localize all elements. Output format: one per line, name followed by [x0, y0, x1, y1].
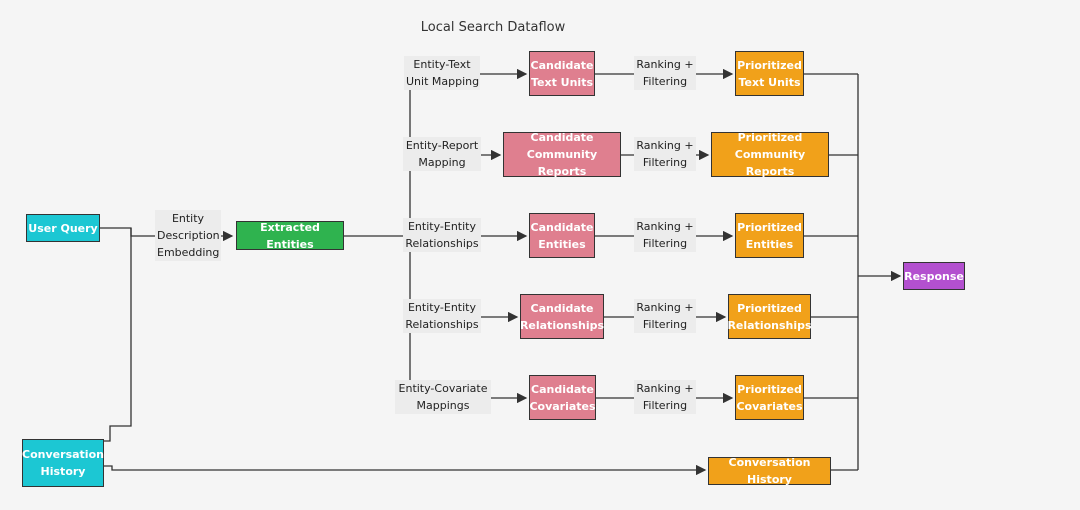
edge-label-text-unit-mapping: Entity-Text Unit Mapping: [404, 56, 480, 90]
node-candidate-covariates: Candidate Covariates: [529, 375, 596, 420]
edge-label-line: Entity-Report: [405, 139, 479, 152]
node-label: User Query: [28, 221, 98, 235]
edge-label-ranking-relationships: Ranking + Filtering: [634, 299, 696, 333]
edge-label-line: Filtering: [642, 75, 688, 88]
node-label: Conversation History: [728, 456, 811, 486]
node-prioritized-relationships: Prioritized Relationships: [727, 294, 812, 339]
edge-label-line: Entity: [171, 212, 205, 225]
node-label-line: Relationships: [519, 318, 605, 332]
edge-label-line: Ranking +: [636, 382, 694, 395]
edge-label-line: Filtering: [642, 318, 688, 331]
node-candidate-community-reports: Candidate Community Reports: [503, 131, 621, 178]
edge-label-line: Mapping: [418, 156, 466, 169]
node-response: Response: [903, 262, 965, 290]
edge-label-line: Ranking +: [636, 139, 694, 152]
edge-label-line: Mappings: [416, 399, 470, 412]
node-label-line: Prioritized: [737, 301, 802, 315]
node-label-line: Text Units: [738, 75, 801, 89]
node-candidate-relationships: Candidate Relationships: [520, 294, 604, 339]
node-label-line: Candidate: [530, 220, 594, 234]
diagram-title: Local Search Dataflow: [420, 20, 566, 35]
edge-label-embedding: Entity Description Embedding: [155, 210, 221, 261]
node-prioritized-covariates: Prioritized Covariates: [735, 375, 804, 420]
edge-label-line: Ranking +: [636, 58, 694, 71]
edge-label-line: Unit Mapping: [406, 75, 480, 88]
edge-label-ranking-covariates: Ranking + Filtering: [634, 380, 696, 414]
node-label-line: Prioritized: [737, 58, 802, 72]
node-label-line: Conversation: [22, 448, 104, 461]
edge-label-report-mapping: Entity-Report Mapping: [403, 137, 481, 171]
edge-label-line: Entity-Covariate: [398, 382, 488, 395]
edge-label-ranking-entities: Ranking + Filtering: [634, 218, 696, 252]
node-conversation-history-input: Conversation History: [22, 439, 104, 487]
node-label: Extracted Entities: [260, 220, 320, 251]
edge-label-ranking-text-units: Ranking + Filtering: [634, 56, 696, 90]
node-label-line: Text Units: [530, 75, 594, 89]
node-prioritized-entities: Prioritized Entities: [735, 213, 804, 258]
edge-label-entity-relationships-1: Entity-Entity Relationships: [403, 218, 481, 252]
node-label-line: Covariates: [736, 399, 803, 413]
node-label-line: Prioritized: [737, 131, 803, 144]
node-label: Response: [904, 269, 964, 283]
edge-conv-history-direct: [104, 464, 707, 476]
edge-label-line: Relationships: [405, 318, 479, 331]
edge-label-entity-relationships-2: Entity-Entity Relationships: [403, 299, 481, 333]
edge-label-line: Filtering: [642, 237, 688, 250]
node-label-line: Candidate: [530, 301, 594, 315]
node-prioritized-community-reports: Prioritized Community Reports: [711, 131, 829, 178]
node-user-query: User Query: [26, 214, 100, 242]
node-extracted-entities: Extracted Entities: [236, 220, 344, 251]
node-label-line: History: [40, 465, 86, 478]
node-label-line: Entities: [538, 237, 586, 251]
edge-label-line: Embedding: [157, 246, 220, 259]
node-prioritized-text-units: Prioritized Text Units: [735, 51, 804, 96]
edge-label-line: Filtering: [642, 399, 688, 412]
node-label-line: Entities: [745, 237, 794, 251]
node-label-line: Candidate: [530, 58, 594, 72]
node-candidate-text-units: Candidate Text Units: [529, 51, 595, 96]
node-label-line: Prioritized: [737, 382, 802, 396]
node-label-line: Relationships: [727, 318, 812, 332]
node-label-line: Candidate: [530, 131, 594, 144]
edge-label-ranking-community-reports: Ranking + Filtering: [634, 137, 696, 171]
edge-label-covariate-mappings: Entity-Covariate Mappings: [395, 380, 491, 414]
edge-label-line: Description: [157, 229, 220, 242]
edge-label-line: Entity-Entity: [407, 220, 476, 233]
node-label-line: Candidate: [531, 382, 594, 396]
node-label-line: Community Reports: [734, 148, 806, 178]
node-candidate-entities: Candidate Entities: [529, 213, 595, 258]
node-label-line: Covariates: [529, 399, 596, 413]
edge-label-line: Entity-Entity: [407, 301, 476, 314]
edge-label-line: Ranking +: [636, 220, 694, 233]
node-label-line: Community Reports: [526, 148, 598, 178]
edge-conv-history-to-query-path: [104, 228, 132, 442]
edge-label-line: Entity-Text: [413, 58, 471, 71]
node-label-line: Prioritized: [737, 220, 802, 234]
edge-label-line: Filtering: [642, 156, 688, 169]
edge-label-line: Relationships: [405, 237, 479, 250]
node-conversation-history-output: Conversation History: [708, 456, 831, 486]
edge-label-line: Ranking +: [636, 301, 694, 314]
